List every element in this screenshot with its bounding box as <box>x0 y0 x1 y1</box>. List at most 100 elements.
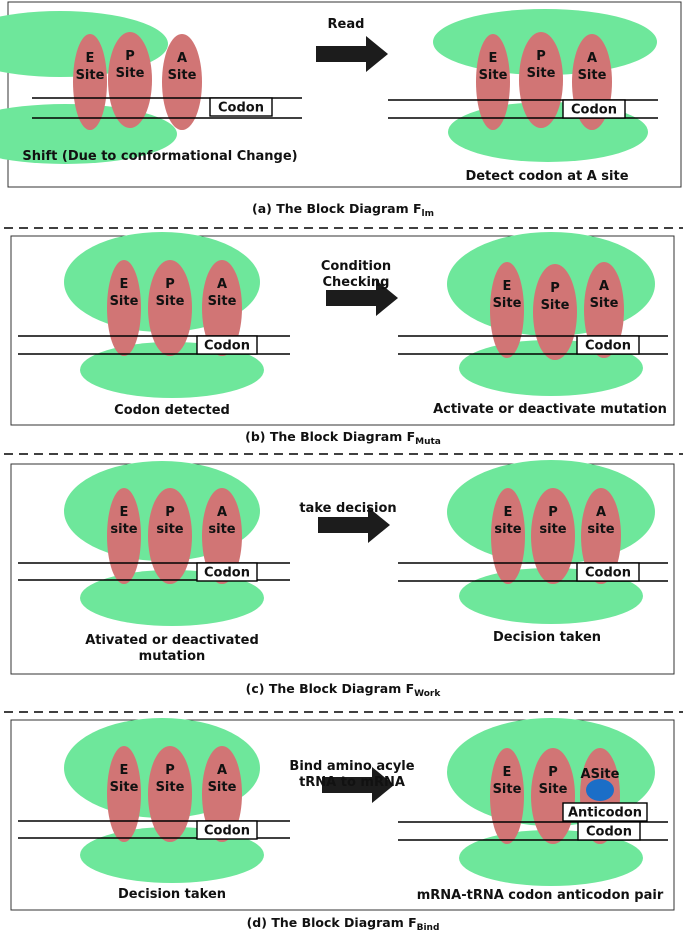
arrow-label: Checking <box>323 275 390 290</box>
state-caption: Decision taken <box>493 630 601 645</box>
ribosome-site-a: ASite <box>584 262 624 358</box>
arrow-label: Condition <box>321 259 391 274</box>
codon-box <box>576 562 640 582</box>
site-letter: E <box>504 505 513 520</box>
caption-subscript: Muta <box>415 437 441 447</box>
codon-label: Codon <box>586 825 632 840</box>
codon-label: Codon <box>571 103 617 118</box>
caption-subscript: Work <box>414 689 441 699</box>
codon-box <box>196 562 258 582</box>
small-subunit <box>459 830 643 886</box>
state-caption: Detect codon at A site <box>465 169 628 184</box>
panel-frame <box>10 235 675 426</box>
codon-box <box>562 99 626 119</box>
codon-box <box>577 821 641 841</box>
site-body <box>202 260 242 356</box>
site-word: Site <box>116 66 145 81</box>
site-letter: P <box>548 505 558 520</box>
site-word: Site <box>208 780 237 795</box>
site-word: Site <box>493 782 522 797</box>
transition-arrow: Read <box>316 17 388 72</box>
caption-text: (c) The Block Diagram F <box>246 681 414 696</box>
site-letter: E <box>489 51 498 66</box>
ribosome-site-a: ASite <box>202 746 242 842</box>
site-body <box>148 746 192 842</box>
site-letter: A <box>596 505 606 520</box>
figure-caption: (c) The Block Diagram FWork <box>246 681 442 699</box>
site-word: Site <box>156 294 185 309</box>
site-word: Site <box>208 294 237 309</box>
site-word: Site <box>541 298 570 313</box>
site-body <box>73 34 107 130</box>
codon-label: Codon <box>204 566 250 581</box>
site-letter: E <box>120 763 129 778</box>
site-body <box>531 488 575 584</box>
site-word: site <box>494 522 521 537</box>
codon-label: Codon <box>204 339 250 354</box>
codon-box <box>576 335 640 355</box>
trna-icon <box>586 779 614 801</box>
figure-caption: (b) The Block Diagram FMuta <box>245 429 441 447</box>
transition-arrow: take decision <box>299 501 397 543</box>
site-letter: A <box>587 51 597 66</box>
codon-label: Codon <box>218 101 264 116</box>
arrow-label: Bind amino acyle <box>289 759 414 774</box>
caption-text: (a) The Block Diagram F <box>252 201 422 216</box>
panel-frame <box>10 463 675 675</box>
site-word: site <box>208 522 235 537</box>
arrow-label: tRNA to mRNA <box>299 775 405 790</box>
site-word: site <box>110 522 137 537</box>
small-subunit <box>80 342 264 398</box>
codon-label: Codon <box>204 824 250 839</box>
figure-caption: (a) The Block Diagram Flm <box>252 201 434 219</box>
state-caption: Activate or deactivate mutation <box>433 402 667 417</box>
site-word: Site <box>168 68 197 83</box>
panel-frame <box>10 719 675 911</box>
site-word: Site <box>110 780 139 795</box>
site-body <box>108 32 152 128</box>
site-body <box>107 746 141 842</box>
site-word: site <box>587 522 614 537</box>
site-word: Site <box>578 68 607 83</box>
arrow-icon <box>316 36 388 72</box>
figure-caption: (d) The Block Diagram FBind <box>247 915 440 933</box>
site-word: Site <box>590 296 619 311</box>
site-letter: P <box>548 765 558 780</box>
codon-label: Codon <box>585 566 631 581</box>
anticodon-box <box>562 802 648 822</box>
site-letter: P <box>165 277 175 292</box>
caption-subscript: lm <box>422 209 434 219</box>
site-word: Site <box>479 68 508 83</box>
site-word: Site <box>76 68 105 83</box>
site-letter: A <box>177 51 187 66</box>
state-caption: mRNA-tRNA codon anticodon pair <box>417 888 664 903</box>
codon-label: Codon <box>585 339 631 354</box>
site-body <box>476 34 510 130</box>
codon-box <box>196 335 258 355</box>
site-letter: P <box>165 763 175 778</box>
anticodon-label: Anticodon <box>568 806 642 821</box>
site-body <box>490 748 524 844</box>
site-word: Site <box>110 294 139 309</box>
ribosome-site-e: E Site <box>107 746 141 842</box>
site-body <box>519 32 563 128</box>
site-body <box>107 260 141 356</box>
